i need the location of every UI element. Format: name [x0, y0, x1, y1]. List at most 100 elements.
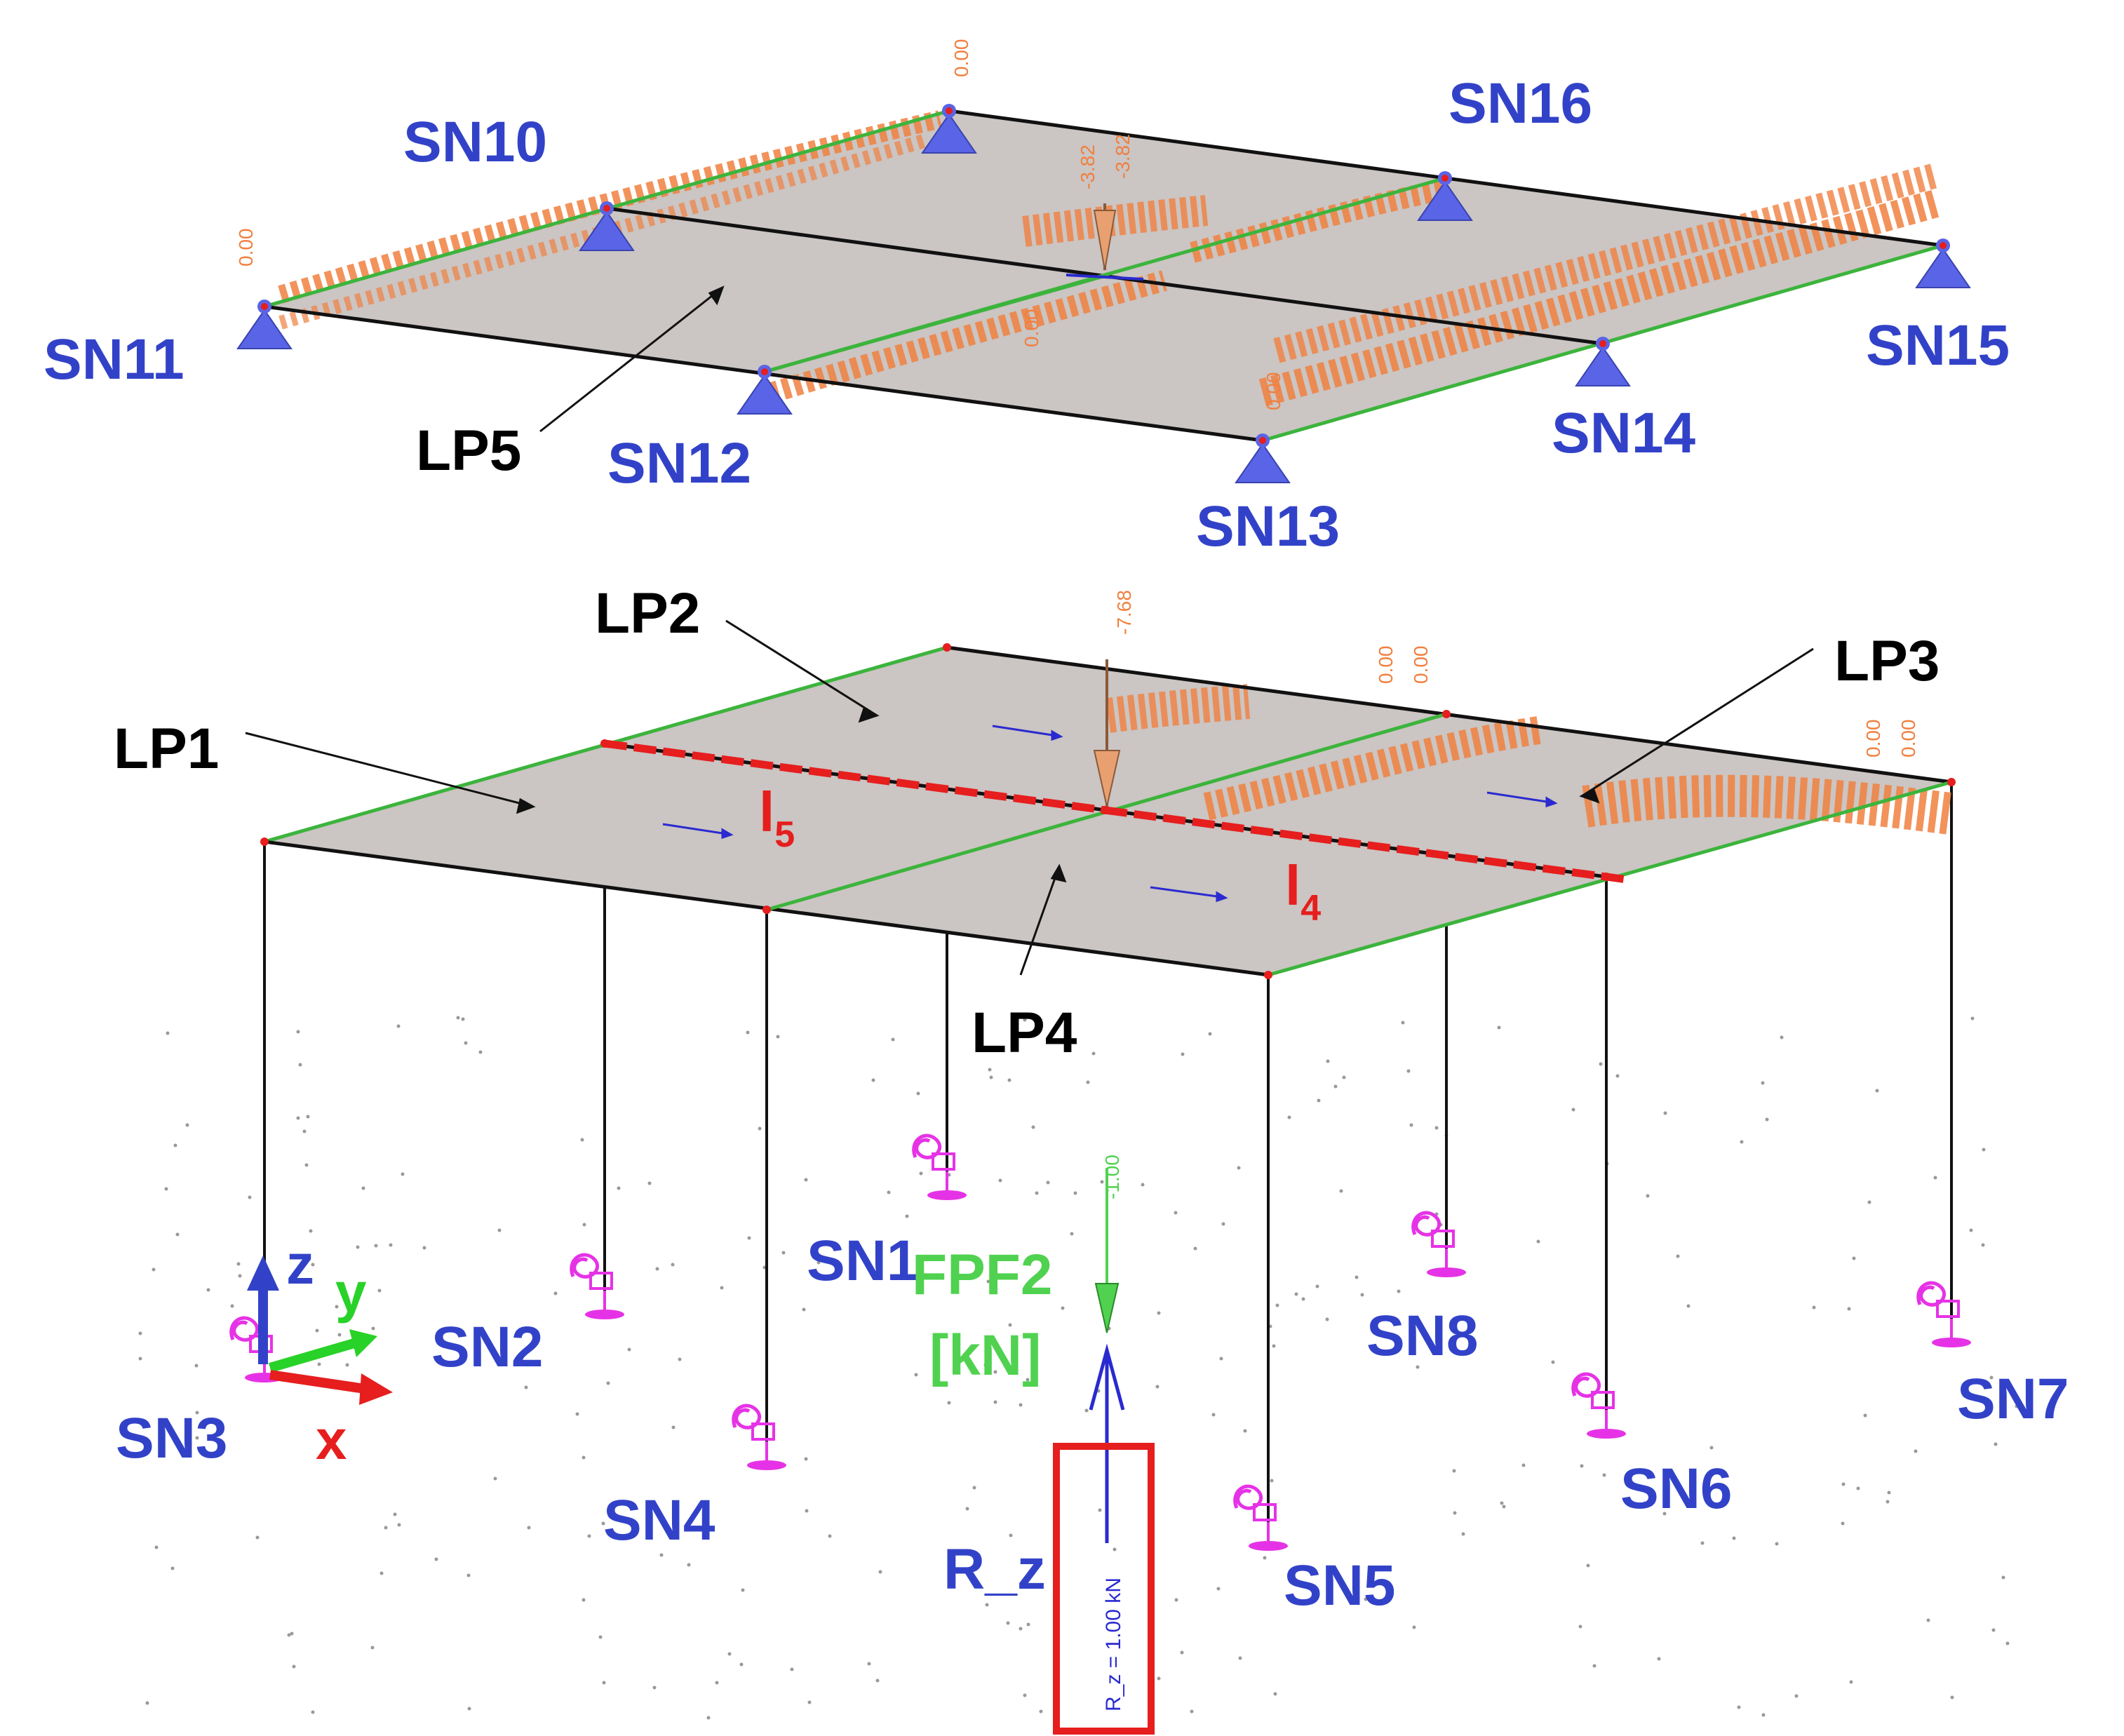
- ground-dot: [1174, 1211, 1178, 1215]
- label-l5: l5: [759, 781, 795, 855]
- label-sn14: SN14: [1552, 401, 1696, 465]
- ground-dot: [802, 1307, 806, 1312]
- rigid-support-icon: [737, 365, 793, 415]
- ground-dot: [1174, 1598, 1178, 1602]
- ground-dot: [998, 1178, 1002, 1183]
- ground-dot: [1914, 1449, 1918, 1453]
- ground-dot: [384, 1526, 388, 1530]
- ground-dot: [1216, 1587, 1221, 1591]
- ground-dot: [776, 1035, 780, 1039]
- ground-dot: [1662, 1512, 1667, 1516]
- spring-support-icon: [1916, 1281, 1971, 1347]
- ground-dot: [1190, 1709, 1194, 1714]
- label-sn1: SN1: [807, 1229, 919, 1293]
- ground-dot: [671, 1425, 675, 1429]
- ground-dot: [1867, 1200, 1871, 1204]
- ground-dot: [393, 1512, 397, 1516]
- ground-dot: [1571, 1108, 1575, 1112]
- ground-dot: [1070, 1232, 1074, 1236]
- top-center-blue: [1066, 274, 1144, 281]
- ground-dot: [947, 1401, 951, 1405]
- ground-dot: [397, 1523, 401, 1527]
- rigid-support-icon: [1915, 238, 1971, 288]
- value-top-zero-back: 0.00: [950, 39, 972, 78]
- ground-dot: [1039, 1709, 1043, 1714]
- lower-load-strip-b: [1582, 774, 1953, 835]
- ground-dot: [1732, 1536, 1736, 1540]
- ground-dot: [1982, 1148, 1986, 1152]
- ground-dot: [1006, 1621, 1010, 1625]
- ground-dot: [1287, 1115, 1291, 1119]
- label-load-unit: [kN]: [929, 1324, 1041, 1387]
- ground-dot: [255, 1535, 260, 1540]
- lower-nodes: [260, 643, 1956, 979]
- spring-support-icon: [732, 1404, 786, 1470]
- ground-dot: [1026, 1622, 1030, 1627]
- ground-dot: [377, 1288, 382, 1293]
- ground-dot: [989, 1075, 993, 1079]
- ground-dot: [194, 1364, 199, 1368]
- load-arrow-fpf2: [1094, 1168, 1120, 1333]
- ground-dot: [2015, 1404, 2019, 1408]
- ground-dot: [1926, 1618, 1930, 1622]
- ground-dot: [306, 1115, 310, 1119]
- spring-support-icon: [1411, 1211, 1466, 1277]
- ground-dot: [1294, 1292, 1298, 1296]
- load-circles-strip-e: [1258, 189, 1940, 407]
- ground-dot: [1646, 1194, 1650, 1198]
- ground-dot: [370, 1646, 375, 1650]
- label-sn6: SN6: [1620, 1457, 1733, 1521]
- rigid-support-icon: [579, 201, 635, 251]
- label-lp4: LP4: [972, 1001, 1077, 1065]
- ground-dot: [1602, 1473, 1606, 1477]
- ground-dot: [374, 1244, 378, 1248]
- ground-dot: [1765, 1117, 1769, 1122]
- value-lower-center: -7.68: [1113, 590, 1135, 635]
- node-point: [762, 906, 771, 914]
- ground-dot: [1333, 1084, 1338, 1089]
- ground-dot: [1019, 1403, 1023, 1407]
- ground-dot: [606, 1381, 610, 1385]
- ground-dot: [1933, 1176, 1937, 1180]
- ground-dot: [1360, 1293, 1364, 1297]
- ground-dot: [807, 1700, 812, 1704]
- lower-center-arrow: [1093, 659, 1121, 807]
- ground-dot: [706, 1716, 711, 1720]
- ground-dot: [1887, 1491, 1891, 1495]
- ground-dot: [1180, 1650, 1184, 1655]
- rigid-support-icon: [236, 300, 293, 349]
- ground-dot: [292, 1664, 296, 1669]
- ground-dot: [1243, 1429, 1247, 1433]
- ground-dot: [396, 1024, 401, 1028]
- ground-dot: [1026, 1378, 1030, 1382]
- ground-dot: [1841, 1482, 1846, 1486]
- ground-dot: [1852, 1256, 1856, 1260]
- ground-dot: [1981, 1243, 1985, 1247]
- spring-support-icon: [1233, 1484, 1288, 1551]
- ground-dot: [311, 1263, 315, 1267]
- ground-dot: [887, 1190, 891, 1195]
- value-top-center-a: -3.82: [1077, 144, 1098, 189]
- ground-dot: [1031, 1125, 1035, 1129]
- ground-dot: [602, 1681, 606, 1685]
- ground-dot: [337, 1333, 342, 1337]
- ground-dot: [1737, 1705, 1741, 1709]
- ground-dot: [905, 1214, 909, 1218]
- label-sn13: SN13: [1196, 494, 1340, 558]
- node-point: [943, 643, 951, 652]
- label-reaction: R_z: [943, 1537, 1046, 1601]
- ground-dot: [361, 1186, 365, 1190]
- ground-dot: [1157, 1311, 1161, 1315]
- ground-dot: [1406, 1069, 1411, 1073]
- ground-dot: [1263, 1556, 1267, 1560]
- ground-dot: [1019, 1627, 1023, 1631]
- ground-dot: [175, 1232, 180, 1237]
- value-lower-zero-c: 0.00: [1862, 720, 1884, 758]
- ground-dot: [185, 1123, 189, 1127]
- ground-dot: [145, 1701, 149, 1705]
- top-structure: [236, 104, 1971, 483]
- ground-dot: [1113, 1547, 1117, 1552]
- ground-dot: [1686, 1304, 1691, 1308]
- ground-dot: [1339, 1189, 1343, 1193]
- value-lower-zero-b: 0.00: [1410, 646, 1432, 685]
